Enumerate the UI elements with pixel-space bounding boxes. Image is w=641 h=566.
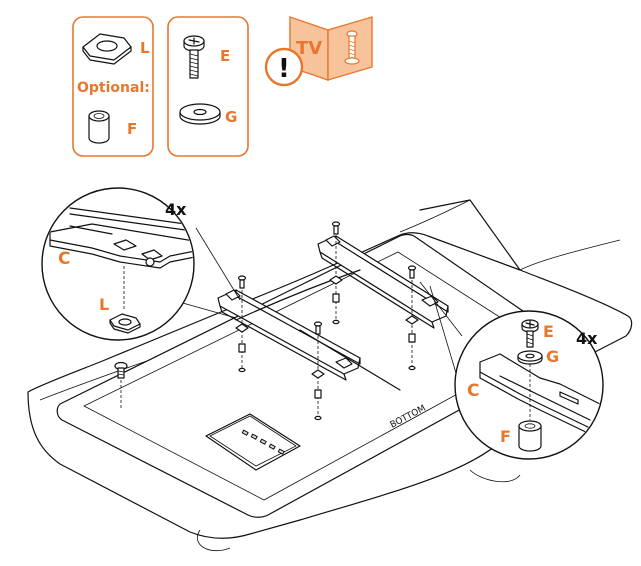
tv-back-assembly: BOTTOM [27, 199, 633, 552]
warning-card: TV ! [264, 16, 373, 87]
parts-panel: L Optional: F E G [72, 16, 249, 157]
washer-G-detail-icon [517, 350, 543, 365]
warning-glyph: ! [278, 54, 290, 84]
part-L-label: L [140, 39, 150, 57]
screw-right-top [329, 221, 343, 325]
left-detail: 4x C L [41, 187, 195, 341]
screw-left-bottom [311, 321, 325, 421]
bracket-C-icon [49, 207, 193, 269]
right-part-G-label: G [546, 347, 559, 366]
spacer-L-detail-icon [109, 313, 141, 334]
parts-box-screw-washer [167, 16, 249, 157]
right-part-F-label: F [500, 427, 511, 446]
right-count-label: 4x [576, 329, 598, 348]
right-part-C-label: C [467, 381, 479, 401]
screw-E-detail-icon [521, 319, 539, 348]
right-part-E-label: E [543, 322, 554, 341]
washer-G-icon [179, 103, 221, 125]
left-count-label: 4x [165, 200, 187, 219]
screw-right-bottom [405, 265, 419, 371]
tv-screw-guides [114, 221, 419, 421]
right-detail: 4x E G C F [454, 310, 604, 460]
spacer-F-detail-icon [518, 420, 542, 452]
tv-label: TV [296, 38, 322, 59]
loose-screw-left [114, 361, 128, 410]
left-part-C-label: C [58, 249, 70, 269]
tv-screw-icon [344, 30, 360, 65]
screw-E-icon [183, 35, 205, 79]
part-G-label: G [225, 108, 237, 126]
part-F-label: F [127, 120, 137, 138]
screw-left-top [235, 275, 249, 373]
part-E-label: E [220, 47, 230, 65]
spacer-F-icon [88, 110, 110, 144]
connector-panel [205, 413, 301, 471]
warning-icon: ! [264, 47, 304, 87]
left-part-L-label: L [99, 295, 109, 314]
spacer-L-icon [82, 33, 132, 65]
packaging-sheet [27, 232, 633, 539]
optional-label: Optional: [77, 80, 150, 96]
